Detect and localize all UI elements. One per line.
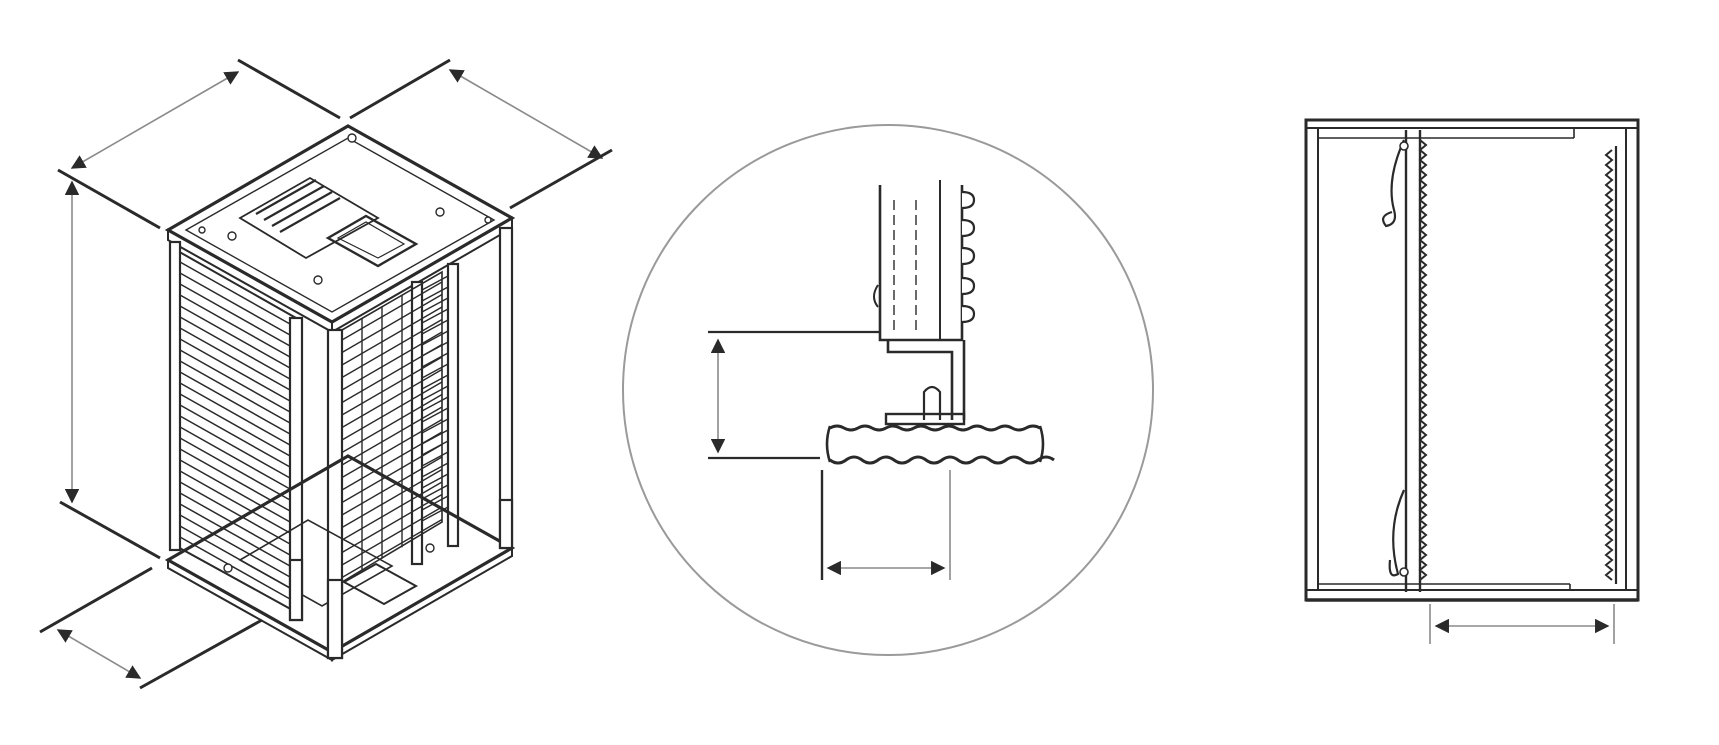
rail-tooth xyxy=(961,276,976,296)
left-rail-line xyxy=(179,470,291,534)
rail-tick xyxy=(421,396,449,412)
rail-tick xyxy=(421,275,449,291)
left-rail-line xyxy=(179,294,291,358)
rail-tick xyxy=(421,363,449,379)
front-slot-grid xyxy=(341,270,443,584)
front-grid-row xyxy=(341,393,443,454)
detail-bracket xyxy=(884,340,966,426)
detail-vertical-rail xyxy=(873,180,976,342)
rail-tooth xyxy=(961,246,976,266)
front-grid-row xyxy=(341,481,443,541)
detail-height-dimension xyxy=(708,330,880,460)
rail-tick xyxy=(421,319,449,335)
left-side-panel xyxy=(175,248,297,614)
rail-tooth xyxy=(961,218,976,238)
left-rail-line xyxy=(179,536,291,600)
front-grid-row xyxy=(341,281,443,341)
front-view xyxy=(1304,118,1640,644)
base-dimension xyxy=(39,566,263,690)
corner-posts xyxy=(168,226,514,660)
rail-tick xyxy=(421,440,449,456)
rail-tick xyxy=(421,473,449,489)
rail-tick xyxy=(421,330,449,346)
left-rail-line xyxy=(179,316,291,380)
front-grid-row xyxy=(341,493,443,554)
front-grid-row xyxy=(341,381,443,441)
front-grid-row xyxy=(341,443,443,504)
front-width-dimension xyxy=(1429,604,1615,644)
front-grid-row xyxy=(341,293,443,354)
top-plate xyxy=(164,124,516,334)
left-rail-line xyxy=(179,437,291,501)
rail-tick xyxy=(421,484,449,500)
left-rail-line xyxy=(179,305,291,369)
left-rail-line xyxy=(179,349,291,413)
detail-width-dimension xyxy=(820,470,951,580)
left-rail-line xyxy=(179,459,291,523)
front-grid-row xyxy=(341,318,443,379)
rail-tick xyxy=(421,462,449,478)
rail-tick xyxy=(421,297,449,313)
rail-tick xyxy=(421,308,449,324)
left-rail-line xyxy=(179,415,291,479)
front-grid-row xyxy=(341,356,443,416)
rail-tick xyxy=(421,374,449,390)
rail-tick xyxy=(421,286,449,302)
height-dimension xyxy=(59,180,161,560)
left-rail-line xyxy=(179,492,291,556)
width-dimension xyxy=(57,58,341,230)
rail-tick xyxy=(421,451,449,467)
front-grid-row xyxy=(341,306,443,366)
front-right-serrated-rail xyxy=(1604,146,1618,584)
depth-dimension xyxy=(349,58,613,210)
base-plate xyxy=(164,454,516,662)
left-rail-line xyxy=(179,272,291,336)
rail-tick xyxy=(421,385,449,401)
left-rail-line xyxy=(179,426,291,490)
rail-tick xyxy=(421,429,449,445)
left-rail-line xyxy=(179,404,291,468)
left-rail-line xyxy=(179,261,291,325)
left-rail-line xyxy=(179,503,291,567)
front-grid-row xyxy=(341,368,443,429)
rail-tick xyxy=(421,341,449,357)
rail-tooth xyxy=(961,304,976,324)
front-grid-row xyxy=(341,506,443,566)
front-grid-row xyxy=(341,406,443,466)
adjustable-rail xyxy=(421,275,449,522)
front-frame xyxy=(1304,118,1640,602)
rail-tick xyxy=(421,407,449,423)
detail-view xyxy=(622,124,1154,656)
front-grid-row xyxy=(341,456,443,516)
left-rail-line xyxy=(179,327,291,391)
rail-tick xyxy=(421,352,449,368)
left-rail-line xyxy=(179,514,291,578)
left-rail-line xyxy=(179,481,291,545)
front-grid-row xyxy=(341,468,443,529)
left-rail-line xyxy=(179,283,291,347)
left-rail-line xyxy=(179,371,291,435)
rail-tick xyxy=(421,418,449,434)
front-grid-row xyxy=(341,418,443,479)
left-rail-line xyxy=(179,382,291,446)
front-grid-row xyxy=(341,331,443,391)
left-rail-line xyxy=(179,393,291,457)
left-rail-line xyxy=(179,338,291,402)
front-grid-row xyxy=(341,518,443,579)
detail-circle xyxy=(622,124,1154,656)
left-rail-line xyxy=(179,360,291,424)
rail-tooth xyxy=(961,190,976,210)
isometric-view xyxy=(39,58,613,690)
front-left-serrated-bar xyxy=(1382,130,1428,592)
detail-board xyxy=(825,424,1055,465)
